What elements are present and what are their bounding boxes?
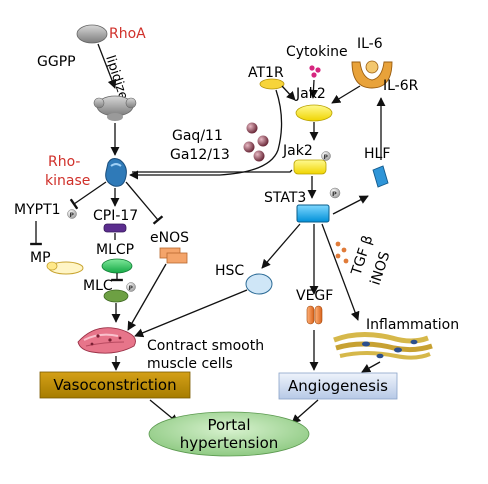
hsc-label: HSC bbox=[215, 263, 244, 279]
mp-node bbox=[46, 261, 84, 275]
arrow-rhoa-lipidize bbox=[97, 43, 117, 89]
mlc-node bbox=[103, 289, 129, 303]
at1r-node bbox=[259, 78, 285, 90]
vegf-label: VEGF bbox=[296, 288, 333, 304]
stat3-phospho-icon: P bbox=[329, 187, 341, 199]
mlc-label: MLC bbox=[83, 278, 113, 294]
vegf-node bbox=[306, 305, 323, 325]
mlcp-label: MLCP bbox=[96, 242, 134, 258]
gaq11-label: Gaq/11 bbox=[172, 128, 223, 144]
portal-label-2: hypertension bbox=[180, 434, 279, 452]
lipidized-rhoa-node bbox=[93, 95, 137, 121]
angiogenesis-box: Angiogenesis bbox=[278, 372, 398, 400]
lipidize-label: lipidize bbox=[102, 54, 130, 102]
smooth-muscle-cells-image bbox=[77, 327, 136, 354]
vasoconstriction-box: Vasoconstriction bbox=[39, 371, 191, 399]
ga1213-label: Ga12/13 bbox=[170, 147, 230, 163]
angiogenesis-label: Angiogenesis bbox=[288, 377, 388, 395]
hsc-node bbox=[245, 273, 273, 295]
arrow-inflammation-angiogenesis bbox=[361, 361, 381, 373]
rho-kinase-label-2: kinase bbox=[45, 173, 90, 189]
jak2-top-label: Jak2 bbox=[295, 86, 326, 102]
rho-kinase-label-1: Rho- bbox=[48, 154, 80, 170]
at1r-label: AT1R bbox=[248, 65, 284, 81]
arrow-angio-portal bbox=[291, 399, 319, 424]
jak2-top-node bbox=[295, 104, 333, 122]
rhoa-label: RhoA bbox=[109, 26, 146, 42]
cpi17-node bbox=[103, 223, 127, 233]
stat3-label: STAT3 bbox=[264, 190, 306, 206]
arrow-il6r-jak2 bbox=[331, 85, 361, 104]
inhibit-mypt1 bbox=[69, 181, 107, 210]
enos-node bbox=[159, 247, 188, 264]
ggpp-label: GGPP bbox=[37, 54, 76, 70]
mlcp-node bbox=[101, 258, 133, 274]
mp-label: MP bbox=[30, 250, 51, 266]
mlc-phospho-icon: P bbox=[126, 282, 136, 292]
portal-label-1: Portal bbox=[207, 416, 250, 434]
inflammation-tissue-image bbox=[333, 332, 433, 360]
inos-label: iNOS bbox=[368, 250, 394, 288]
il6r-label: IL-6R bbox=[383, 78, 419, 94]
contract-label-2: muscle cells bbox=[147, 356, 233, 372]
arrow-hsc-muscle bbox=[134, 289, 248, 338]
hlf-node bbox=[372, 165, 389, 188]
enos-label: eNOS bbox=[150, 230, 189, 246]
arrow-stat3-hsc bbox=[261, 223, 301, 269]
rho-kinase-node bbox=[105, 158, 127, 187]
cpi17-label: CPI-17 bbox=[93, 208, 138, 224]
arrow-stat3-inflammation bbox=[321, 223, 360, 321]
g-protein-balls bbox=[243, 122, 269, 162]
il6-label: IL-6 bbox=[357, 36, 383, 52]
mypt1-phospho-icon: P bbox=[67, 209, 77, 219]
vasoconstriction-label: Vasoconstriction bbox=[53, 376, 176, 394]
rhoa-node bbox=[76, 24, 108, 44]
svg-text:P: P bbox=[129, 285, 134, 292]
svg-text:P: P bbox=[332, 190, 337, 198]
svg-text:P: P bbox=[324, 154, 329, 161]
svg-text:P: P bbox=[70, 212, 75, 219]
inflammation-label: Inflammation bbox=[366, 317, 459, 333]
jak2-phospho-node bbox=[293, 159, 327, 175]
mypt1-label: MYPT1 bbox=[14, 202, 61, 218]
stat3-node bbox=[296, 204, 330, 223]
line-jak2-rhokinase bbox=[132, 169, 293, 173]
tgf-dots bbox=[335, 241, 349, 264]
cytokine-dots bbox=[309, 65, 321, 78]
portal-hypertension-ellipse: Portal hypertension bbox=[148, 411, 310, 457]
inhibit-enos bbox=[125, 181, 164, 225]
arrow-at1r-rhokinase bbox=[129, 89, 283, 180]
arrow-enos-muscle bbox=[127, 263, 167, 331]
jak2-phospho-icon: P bbox=[321, 151, 331, 161]
arrow-at1r-jak2 bbox=[281, 85, 296, 101]
contract-label-1: Contract smooth bbox=[147, 338, 264, 354]
arrow-stat3-hlf bbox=[332, 195, 369, 215]
jak2-mid-label: Jak2 bbox=[282, 143, 313, 159]
il6r-node bbox=[351, 60, 393, 89]
hlf-label: HLF bbox=[364, 146, 390, 162]
arrow-cytokine-jak2 bbox=[308, 79, 318, 99]
cytokine-label: Cytokine bbox=[286, 44, 348, 60]
